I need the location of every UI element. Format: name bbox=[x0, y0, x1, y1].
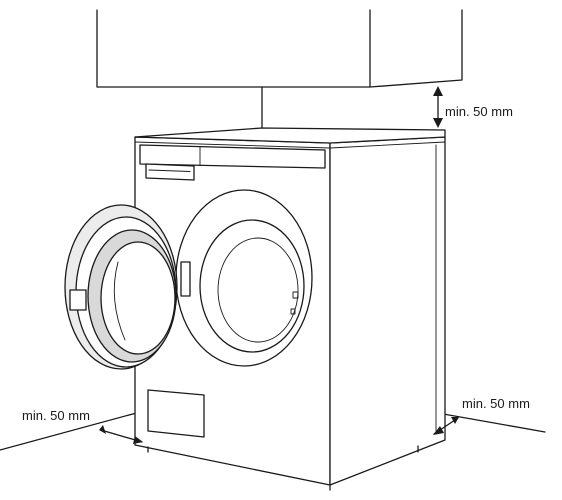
top-arrow-head-down bbox=[433, 118, 443, 128]
floor bbox=[0, 411, 546, 451]
right-clearance-label: min. 50 mm bbox=[462, 396, 530, 411]
top-edge-side bbox=[329, 141, 446, 149]
machine-side bbox=[329, 136, 446, 486]
door-hinge bbox=[180, 261, 191, 297]
top-edge-front bbox=[134, 141, 331, 149]
open-door bbox=[64, 204, 191, 370]
floor-edge-right bbox=[431, 411, 546, 433]
floor-edge-left bbox=[0, 411, 141, 451]
top-clearance-label: min. 50 mm bbox=[445, 104, 513, 119]
left-arrow-head-out bbox=[99, 425, 106, 434]
left-clearance-arrow bbox=[99, 425, 143, 444]
overhead-cabinet bbox=[96, 9, 463, 131]
drawer-handle bbox=[148, 169, 191, 172]
top-clearance-arrow bbox=[433, 86, 443, 128]
detergent-drawer bbox=[145, 163, 195, 181]
drum-inner bbox=[217, 237, 299, 343]
filter-cover bbox=[147, 389, 205, 438]
right-clearance-arrow bbox=[433, 417, 459, 435]
top-arrow-head-up bbox=[433, 86, 443, 96]
glass-reflection bbox=[113, 261, 126, 341]
drum-opening bbox=[199, 219, 305, 353]
right-arrow-head-out bbox=[451, 417, 459, 424]
right-arrow-head-in bbox=[433, 426, 444, 435]
control-panel bbox=[139, 144, 326, 169]
washing-machine bbox=[134, 127, 446, 491]
left-clearance-label: min. 50 mm bbox=[22, 408, 90, 423]
door-catch bbox=[290, 308, 296, 315]
machine-top bbox=[134, 127, 446, 144]
door-lock-icon bbox=[292, 291, 299, 299]
door-glass bbox=[100, 241, 176, 355]
left-arrow-head-in bbox=[133, 436, 143, 444]
cabinet-outline bbox=[96, 9, 463, 88]
door-handle bbox=[69, 289, 87, 311]
